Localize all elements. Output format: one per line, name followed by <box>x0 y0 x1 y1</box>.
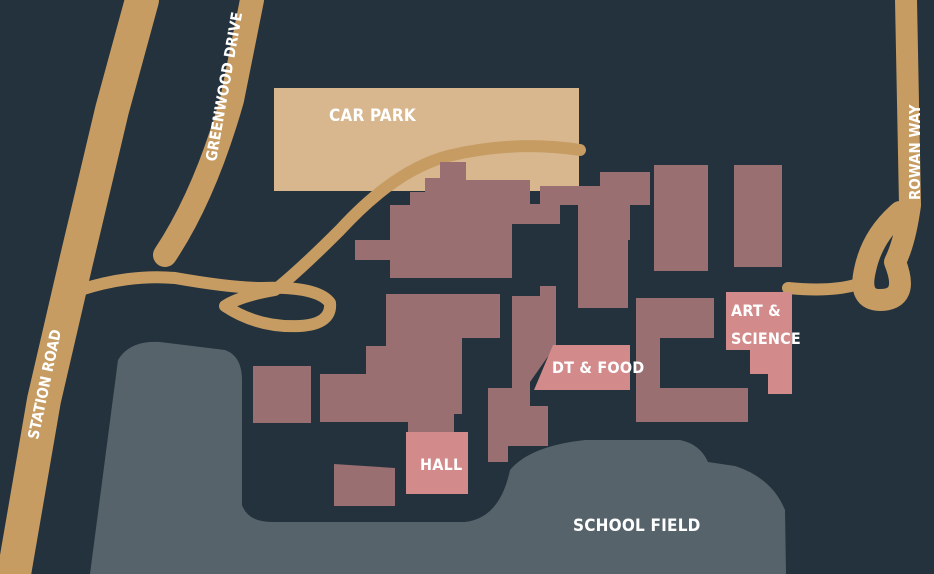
rowan-way-spur[interactable] <box>782 279 861 296</box>
rowan-way[interactable] <box>852 0 921 311</box>
central-building-block[interactable] <box>320 294 500 432</box>
art-science-building[interactable] <box>726 292 792 394</box>
west-building[interactable] <box>253 366 311 423</box>
art-science-label-line1: ART & <box>731 301 781 320</box>
southeast-building[interactable] <box>636 298 748 422</box>
east-building-2[interactable] <box>734 165 782 267</box>
rowan-way-label: ROWAN WAY <box>906 104 924 200</box>
south-building[interactable] <box>334 464 395 506</box>
art-science-label-line2: SCIENCE <box>731 329 801 348</box>
hall-label: HALL <box>420 455 462 474</box>
greenwood-drive[interactable] <box>153 0 264 267</box>
south-central-building[interactable] <box>488 286 556 462</box>
school-field-label: SCHOOL FIELD <box>573 516 701 536</box>
car-park-area[interactable] <box>274 88 579 191</box>
hall-building[interactable] <box>406 432 468 494</box>
school-field-area[interactable] <box>90 341 786 574</box>
dt-food-building[interactable] <box>534 345 630 390</box>
station-road[interactable] <box>0 0 159 574</box>
car-park-label: CAR PARK <box>329 106 417 126</box>
north-building-block[interactable] <box>355 162 650 278</box>
dt-food-label: DT & FOOD <box>552 358 644 377</box>
east-building-1[interactable] <box>654 165 708 271</box>
north-building-wing[interactable] <box>578 238 628 308</box>
link-road[interactable] <box>74 140 586 333</box>
